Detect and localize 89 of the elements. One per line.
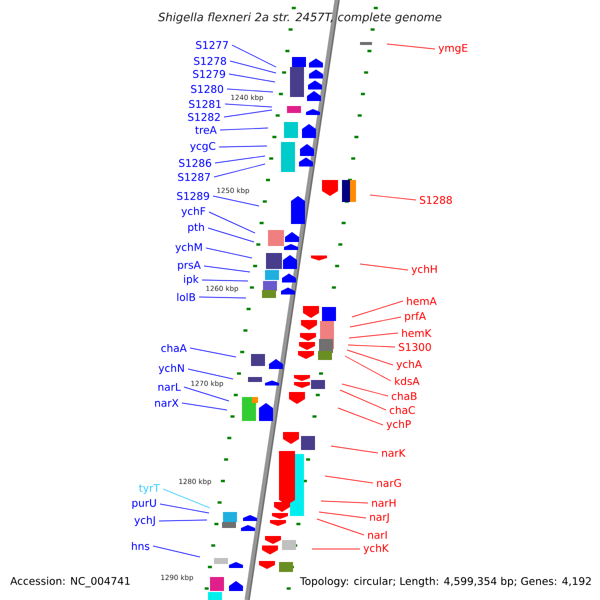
gene-label: ychM xyxy=(175,242,202,254)
gene-label: prfA xyxy=(405,312,426,322)
gene-label: S1289 xyxy=(177,192,210,200)
leader-line xyxy=(344,356,392,382)
leader-line xyxy=(320,500,368,504)
leader-line xyxy=(158,520,208,522)
leader-line xyxy=(198,296,246,298)
leader-line xyxy=(318,512,366,518)
gene-label: S1288 xyxy=(420,196,452,204)
leader-line xyxy=(224,110,272,118)
info-text: Topology: circular; Length: 4,599,354 bp; Genes: 4,192 xyxy=(300,576,591,588)
leader-line xyxy=(330,446,378,454)
leader-line xyxy=(324,476,374,484)
gene-label: hemK xyxy=(402,328,432,338)
leader-line xyxy=(208,212,256,234)
gene-label: narI xyxy=(368,531,387,539)
gene-label: S1281 xyxy=(189,100,221,108)
gene-label: ychN xyxy=(158,364,184,374)
gene-label: ychA xyxy=(396,360,422,370)
gene-label: S1278 xyxy=(194,57,226,65)
leader-line xyxy=(206,248,252,258)
gene-label: narJ xyxy=(370,513,389,523)
leader-line xyxy=(224,104,272,108)
leader-line xyxy=(340,390,386,410)
leader-line xyxy=(230,60,276,74)
gene-label: chaC xyxy=(390,406,415,414)
leader-line xyxy=(202,280,248,282)
leader-line xyxy=(220,128,268,130)
leader-line xyxy=(338,408,384,426)
gene-label: hns xyxy=(132,542,150,550)
gene-label: ycgC xyxy=(190,142,216,152)
leader-line xyxy=(204,266,250,272)
leader-line xyxy=(208,228,254,242)
leader-line xyxy=(312,548,360,550)
gene-label: kdsA xyxy=(395,376,420,386)
gene-label: ychH xyxy=(412,264,437,276)
gene-label: narG xyxy=(377,479,401,487)
leader-line xyxy=(232,44,276,68)
leader-line xyxy=(190,348,236,358)
gene-label: ymgE xyxy=(438,44,468,54)
gene-label: ychJ xyxy=(134,516,155,526)
leader-line xyxy=(226,88,274,92)
leader-line xyxy=(212,196,260,206)
leader-line xyxy=(348,332,398,338)
leader-line xyxy=(370,194,416,200)
leader-line xyxy=(346,350,394,366)
gene-label: narH xyxy=(372,499,396,507)
leader-line xyxy=(386,44,436,50)
gene-label: S1280 xyxy=(191,85,224,93)
gene-label: ychF xyxy=(181,206,206,218)
leader-line xyxy=(188,368,234,380)
gene-label: chaB xyxy=(392,392,417,400)
gene-label: chaA xyxy=(161,344,187,352)
gene-label: hemA xyxy=(407,296,437,306)
gene-label: lolB xyxy=(177,292,196,302)
leader-line xyxy=(316,518,364,536)
gene-label: S1287 xyxy=(178,173,210,181)
title: Shigella flexneri 2a str. 2457T, complete genome xyxy=(158,12,442,24)
gene-label: S1282 xyxy=(188,113,220,121)
gene-label: pth xyxy=(188,222,204,234)
gene-label: narL xyxy=(158,383,181,391)
leader-line xyxy=(350,316,402,328)
gene-label: S1286 xyxy=(179,159,212,167)
gene-label: S1279 xyxy=(193,70,226,78)
info-text: Accession: NC_004741 xyxy=(10,576,130,588)
leader-line xyxy=(342,384,388,396)
gene-label: ipk xyxy=(184,274,199,286)
gene-label: purU xyxy=(132,499,156,509)
leader-line xyxy=(360,264,408,270)
leader-line xyxy=(184,386,230,402)
gene-label: tyrT xyxy=(139,484,160,494)
leader-line xyxy=(352,300,404,318)
gene-label: S1277 xyxy=(196,41,228,49)
gene-label: ychP xyxy=(386,420,411,430)
leader-line xyxy=(162,488,210,508)
gene-label: narX xyxy=(155,399,178,407)
gene-label: ychK xyxy=(364,544,389,554)
gene-label: narK xyxy=(382,449,406,457)
leader-line xyxy=(218,146,268,148)
leader-line xyxy=(228,74,276,82)
gene-label: S1300 xyxy=(398,343,431,351)
leader-line xyxy=(182,402,228,410)
leader-line xyxy=(160,504,210,514)
leader-line xyxy=(214,164,266,178)
leader-line xyxy=(152,546,200,558)
gene-label: prsA xyxy=(178,261,201,271)
leader-line xyxy=(214,156,266,164)
gene-label: treA xyxy=(195,126,217,134)
leader-line xyxy=(348,344,396,348)
